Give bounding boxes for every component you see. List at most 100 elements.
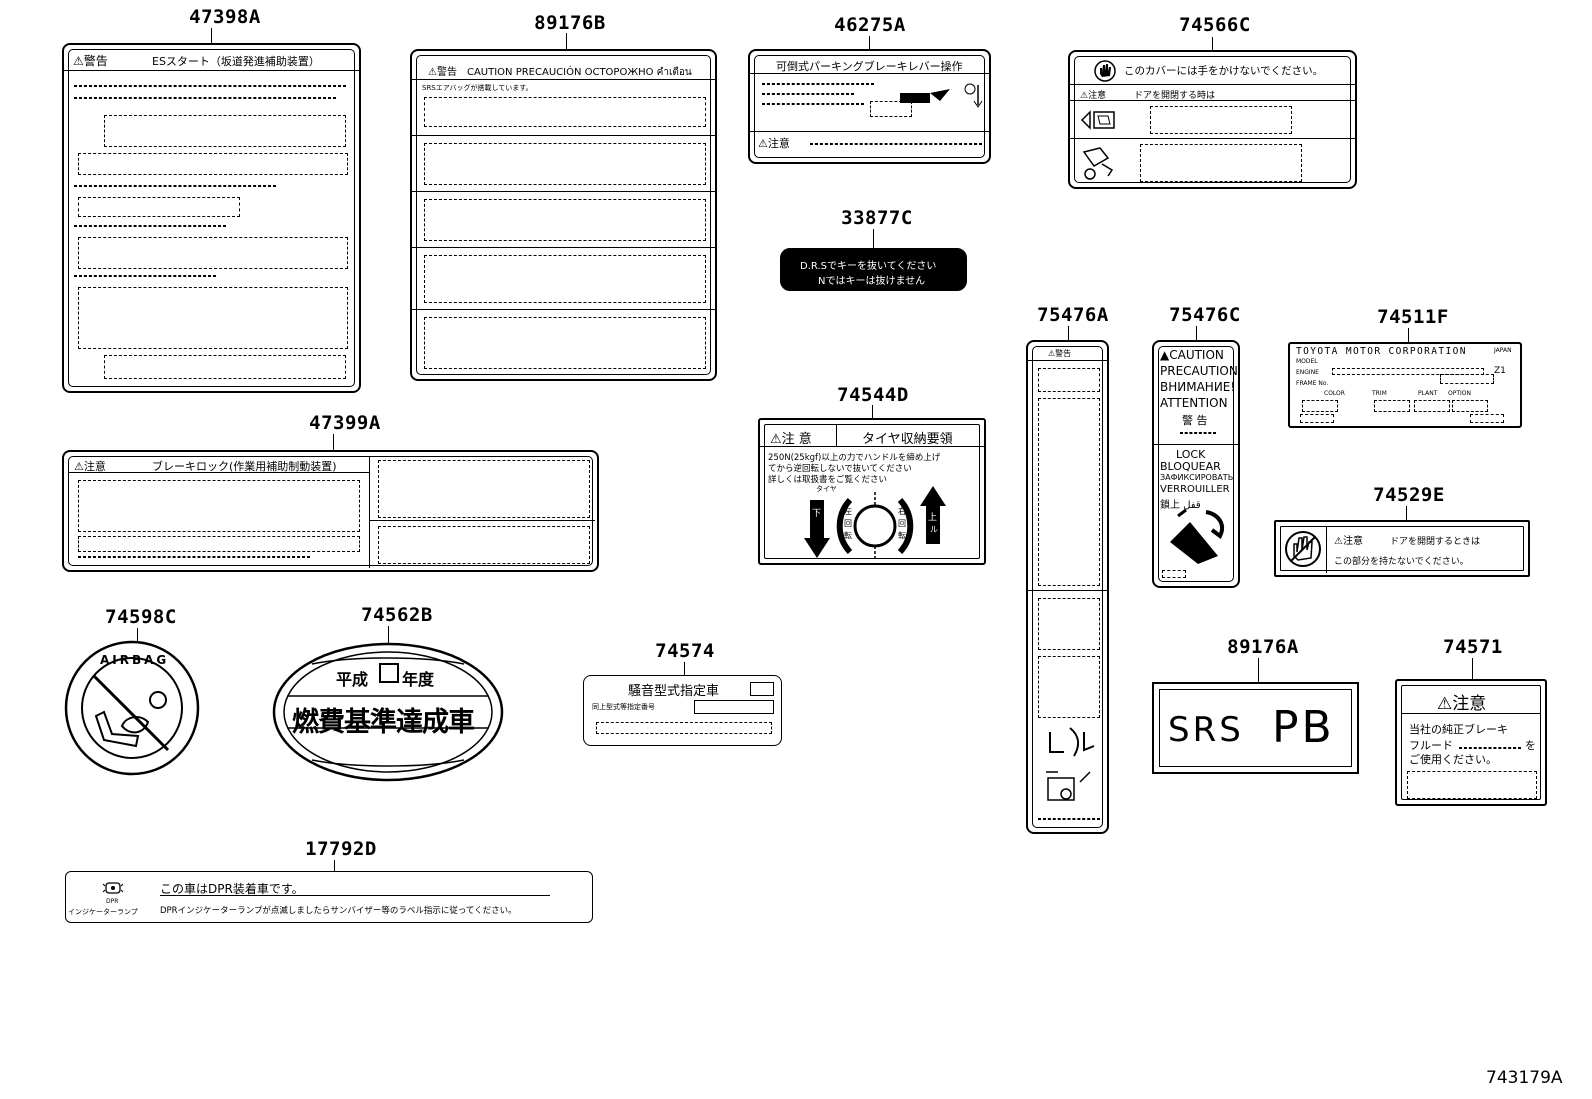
text-block xyxy=(762,93,854,95)
part-number-74598C: 74598C xyxy=(105,606,177,628)
label-75476C[interactable]: ▲CAUTION PRECAUTION ВНИМАНИЕ! ATTENTION … xyxy=(1152,340,1240,588)
text-block xyxy=(1452,400,1488,412)
seal-year: 年度 xyxy=(402,670,435,689)
text-block xyxy=(1180,432,1216,434)
text-block xyxy=(1038,368,1100,392)
down-label: 下 xyxy=(812,509,822,519)
attention-line: ATTENTION xyxy=(1160,396,1228,410)
door-open-icon xyxy=(1080,110,1115,130)
leader-line xyxy=(1196,326,1197,341)
text-block xyxy=(78,480,360,532)
left-label-2: 回 xyxy=(844,519,852,528)
label-74529E[interactable]: ⚠注意 ドアを開閉するときは この部分を持たないでください。 xyxy=(1274,520,1530,577)
model-field: MODEL xyxy=(1296,358,1318,365)
divider xyxy=(836,424,837,446)
label-17792D[interactable]: DPR インジケーターランプ この車はDPR装着車です。 DPRインジケーターラ… xyxy=(65,871,593,923)
srs-text: SRS xyxy=(1168,710,1244,750)
right-label-2: 回 xyxy=(898,519,906,528)
pb-text: PB xyxy=(1272,702,1335,753)
label-89176B[interactable]: ⚠警告 CAUTION PRECAUCIÓN OCTOPOЖHO คำเตือน… xyxy=(410,49,717,381)
right-label-1: 右 xyxy=(898,507,906,516)
leader-line xyxy=(566,33,567,50)
caution-header: ⚠注意 xyxy=(1334,536,1363,547)
seal-main-text: 燃費基準達成車 xyxy=(292,707,475,738)
caution-line: ▲CAUTION xyxy=(1160,348,1224,362)
label-74511F[interactable]: TOYOTA MOTOR CORPORATION JAPAN MODEL ENG… xyxy=(1288,342,1522,428)
label-47399A[interactable]: ⚠注意 ブレーキロック(作業用補助制動装置) xyxy=(62,450,599,572)
leader-line xyxy=(388,626,389,644)
text-block xyxy=(1038,398,1100,586)
text-block xyxy=(1332,368,1484,375)
label-46275A[interactable]: 可倒式パーキングブレーキレバー操作 ⚠注意 xyxy=(748,49,991,164)
label-74574[interactable]: 騒音型式指定車 同上型式等指定番号 xyxy=(583,675,782,746)
caution-text: 注意 xyxy=(1452,694,1487,714)
caution-text: 注 意 xyxy=(781,432,812,447)
label-line-2: Nではキーは抜けません xyxy=(818,276,926,287)
label-74544D[interactable]: ⚠注 意 タイヤ収納要領 250N(25kgf)以上の力でハンドルを締め上げ て… xyxy=(758,418,986,565)
part-number-89176B: 89176B xyxy=(534,12,606,34)
leader-line xyxy=(1258,658,1259,682)
divider xyxy=(412,247,715,248)
corp-name: TOYOTA MOTOR CORPORATION xyxy=(1296,346,1467,357)
caution-text: CAUTION xyxy=(1169,348,1224,362)
text-block xyxy=(378,526,590,564)
no-hand-icon xyxy=(1094,60,1116,82)
part-number-74571: 74571 xyxy=(1443,636,1503,658)
country: JAPAN xyxy=(1494,347,1512,354)
tire-rotation-diagram xyxy=(804,486,946,560)
label-33877C[interactable]: D.R.Sでキーを抜いてください Nではキーは抜けません xyxy=(780,248,967,291)
ru-label: ル xyxy=(930,525,938,534)
caution-header: ⚠注意 xyxy=(758,137,790,150)
label-47398A[interactable]: ⚠警告 ESスタート（坂道発進補助装置） xyxy=(62,43,361,393)
text-block xyxy=(424,143,706,185)
bloquear-line: BLOQUEAR xyxy=(1160,460,1221,473)
warning-header: ⚠警告 xyxy=(1048,349,1072,358)
label-89176A[interactable]: SRS PB xyxy=(1152,682,1359,774)
part-number-74574: 74574 xyxy=(655,640,715,662)
fuel-economy-seal-74562B[interactable] xyxy=(272,642,504,782)
leader-line xyxy=(1472,658,1473,680)
part-number-74566C: 74566C xyxy=(1179,14,1251,36)
text-block xyxy=(1038,656,1100,718)
label-line-1: 250N(25kgf)以上の力でハンドルを締め上げ xyxy=(768,453,941,463)
verrouiller-line: VERROUILLER xyxy=(1160,484,1230,495)
no-hand-icon xyxy=(1285,531,1321,567)
label-74571[interactable]: ⚠注意 当社の純正ブレーキ フルード を ご使用ください。 xyxy=(1395,679,1547,806)
plant-field: PLANT xyxy=(1418,390,1438,397)
text-block xyxy=(1038,598,1100,650)
text-block xyxy=(1150,106,1292,134)
frame-field: FRAME No. xyxy=(1296,380,1329,387)
text-block xyxy=(424,255,706,303)
text-block xyxy=(104,115,346,147)
caution-header: ⚠注意 xyxy=(74,460,106,473)
text-block xyxy=(694,700,774,714)
vnimanie-line: ВНИМАНИЕ! xyxy=(1160,380,1236,394)
divider xyxy=(1326,526,1327,573)
text-block xyxy=(424,317,706,369)
text-block xyxy=(1300,414,1334,423)
label-line-2: DPRインジケーターランプが点滅しましたらサンバイザー等のラベル指示に従ってくだ… xyxy=(160,906,517,916)
dpr-indicator-icon xyxy=(102,882,124,894)
precaution-line: PRECAUTION xyxy=(1160,364,1238,378)
part-number-47398A: 47398A xyxy=(189,6,261,28)
text-block xyxy=(1374,400,1410,412)
part-number-75476A: 75476A xyxy=(1037,304,1109,326)
airbag-seal-74598C[interactable] xyxy=(64,640,200,776)
label-border xyxy=(416,55,711,375)
label-line-2: この部分を持たないでください。 xyxy=(1334,557,1469,567)
label-line-1: この車はDPR装着車です。 xyxy=(160,882,304,896)
leader-line xyxy=(1408,328,1409,343)
divider xyxy=(1154,444,1238,445)
color-field: COLOR xyxy=(1324,390,1345,397)
seat-lever-icon xyxy=(1046,727,1095,801)
left-label-3: 転 xyxy=(844,531,852,540)
label-line-4: ご使用ください。 xyxy=(1409,753,1497,766)
suo-line: 鎖上 قفل xyxy=(1160,500,1201,511)
caution-text: 注意 xyxy=(767,137,790,150)
label-75476A[interactable]: ⚠警告 xyxy=(1026,340,1109,834)
divider xyxy=(1070,84,1355,85)
label-74566C[interactable]: このカバーには手をかけないでください。 ⚠注意 ドアを開閉する時は xyxy=(1068,50,1357,189)
label-title: 騒音型式指定車 xyxy=(628,684,720,699)
text-block xyxy=(424,97,706,127)
dpr-sub-label: インジケーターランプ xyxy=(68,908,138,916)
